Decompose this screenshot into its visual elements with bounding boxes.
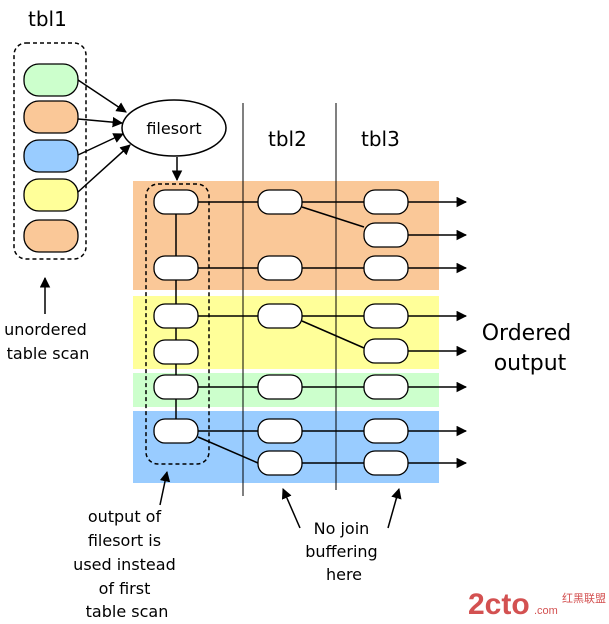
filesort-row-6 [153, 418, 199, 444]
filesort-row-1 [153, 189, 199, 215]
tbl1-label: tbl1 [28, 7, 67, 31]
filesort-row-2 [153, 255, 199, 281]
output-arrows [408, 196, 468, 469]
svg-text:.com: .com [534, 605, 558, 617]
tbl3-row-5 [363, 338, 409, 364]
watermark-logo: 2cto .com 红黑联盟 [468, 588, 606, 621]
svg-text:2cto: 2cto [468, 588, 530, 621]
tbl1-row-green [23, 63, 79, 97]
svg-text:红黑联盟: 红黑联盟 [562, 592, 606, 605]
tbl1-row-yellow [23, 178, 79, 212]
tbl3-row-3 [363, 255, 409, 281]
tbl2-row-6 [257, 450, 303, 476]
tbl1-row-orange-2 [23, 219, 79, 253]
row-nodes [153, 189, 409, 476]
tbl3-row-2 [363, 222, 409, 248]
join-lines [197, 201, 365, 464]
tbl3-row-6 [363, 374, 409, 400]
tbl1-row-orange [23, 100, 79, 134]
filesort-row-4 [153, 339, 199, 365]
filesort-row-5 [153, 374, 199, 400]
tbl3-row-1 [363, 189, 409, 215]
tbl3-label: tbl3 [361, 127, 400, 151]
filesort-label: filesort [146, 119, 201, 138]
tbl2-row-2 [257, 255, 303, 281]
tbl2-row-4 [257, 374, 303, 400]
ordered-output-label: Ordered output [482, 321, 579, 376]
unordered-scan-label: unordered table scan [4, 320, 92, 363]
filesort-output-box [145, 183, 210, 465]
join-buffer-arrow-right [387, 487, 402, 529]
join-buffer-label: No join buffering here [305, 519, 383, 584]
tbl2-row-5 [257, 418, 303, 444]
tbl2-row-3 [257, 303, 303, 329]
tbl1-to-filesort-arrows [77, 79, 131, 193]
join-buffer-arrow-left [281, 488, 301, 529]
tbl2-row-1 [257, 189, 303, 215]
tbl3-row-8 [363, 450, 409, 476]
filesort-row-3 [153, 303, 199, 329]
filesort-note-arrow [159, 470, 171, 506]
filesort-note-label: output of filesort is used instead of fi… [73, 507, 181, 621]
tbl2-label: tbl2 [268, 127, 307, 151]
filesort-node [121, 99, 227, 157]
tbl3-row-4 [363, 303, 409, 329]
tbl1-row-blue [23, 139, 79, 173]
tbl3-row-7 [363, 418, 409, 444]
